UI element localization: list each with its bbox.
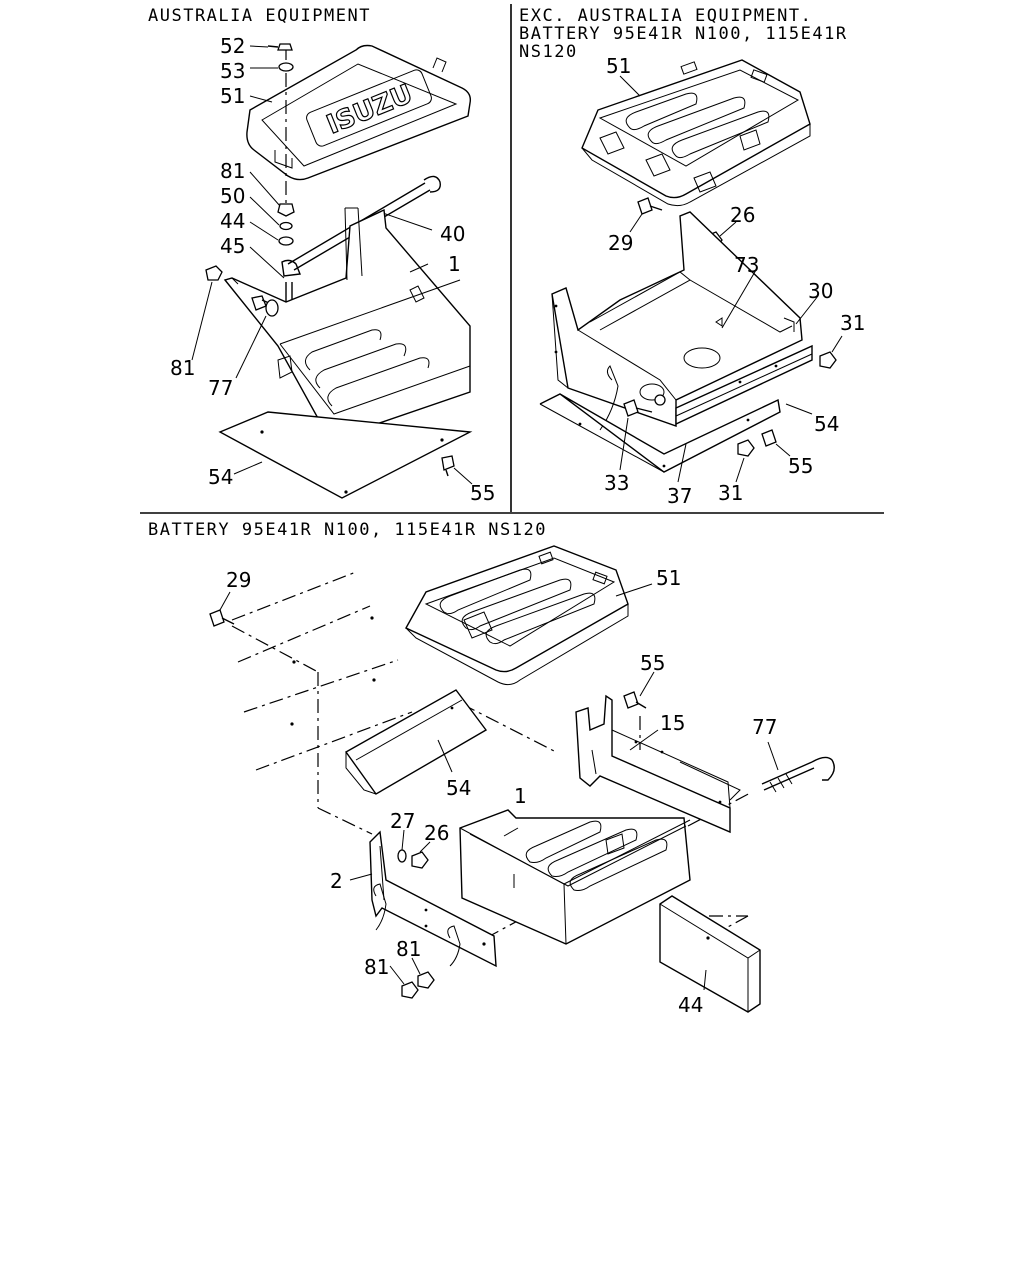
callout-51-right: 51 xyxy=(606,54,631,78)
battery-cover-right xyxy=(581,59,811,207)
callout-31-right: 31 xyxy=(840,311,865,335)
callout-40: 40 xyxy=(440,222,465,246)
callout-54-bottom: 54 xyxy=(446,776,471,800)
callout-52: 52 xyxy=(220,34,245,58)
panel-australia-equipment: AUSTRALIA EQUIPMENT ISUZU xyxy=(148,6,495,505)
callout-81: 81 xyxy=(220,159,245,183)
callout-33: 33 xyxy=(604,471,629,495)
callout-29-bottom: 29 xyxy=(226,568,251,592)
callout-53: 53 xyxy=(220,59,245,83)
battery-cover-bottom xyxy=(405,545,629,686)
callout-44-bottom: 44 xyxy=(678,993,703,1017)
callout-45: 45 xyxy=(220,234,245,258)
callout-2: 2 xyxy=(330,869,343,893)
panel-title-line-1: EXC. AUSTRALIA EQUIPMENT. xyxy=(519,6,812,26)
callout-54: 54 xyxy=(208,465,233,489)
callout-27: 27 xyxy=(390,809,415,833)
callout-81-upper: 81 xyxy=(396,937,421,961)
callout-44: 44 xyxy=(220,209,245,233)
callout-1-bottom: 1 xyxy=(514,784,527,808)
callout-29-right: 29 xyxy=(608,231,633,255)
callout-77-bottom: 77 xyxy=(752,715,777,739)
battery-cover-isuzu: ISUZU xyxy=(246,44,472,181)
bracket-2 xyxy=(369,830,497,968)
plate-54-australia xyxy=(218,411,473,499)
callout-31-lower: 31 xyxy=(718,481,743,505)
callout-73: 73 xyxy=(734,253,759,277)
battery-tray-australia xyxy=(223,207,471,441)
callout-1: 1 xyxy=(448,252,461,276)
callout-26-bottom: 26 xyxy=(424,821,449,845)
panel-title-australia: AUSTRALIA EQUIPMENT xyxy=(148,6,371,26)
panel-battery-n100: BATTERY 95E41R N100, 115E41R NS120 xyxy=(148,520,835,1017)
callout-15: 15 xyxy=(660,711,685,735)
callout-50: 50 xyxy=(220,184,245,208)
callout-51-bottom: 51 xyxy=(656,566,681,590)
panel-title-line-2: BATTERY 95E41R N100, 115E41R xyxy=(519,24,848,44)
panel-exc-australia: EXC. AUSTRALIA EQUIPMENT. BATTERY 95E41R… xyxy=(519,6,865,508)
callout-55-right: 55 xyxy=(788,454,813,478)
callout-30: 30 xyxy=(808,279,833,303)
callout-37: 37 xyxy=(667,484,692,508)
callout-81b: 81 xyxy=(170,356,195,380)
plate-54-bottom xyxy=(344,689,488,795)
callout-55: 55 xyxy=(470,481,495,505)
callout-81-lower: 81 xyxy=(364,955,389,979)
bracket-15 xyxy=(575,694,741,834)
battery-tray-bottom xyxy=(459,809,691,945)
plate-44 xyxy=(659,895,761,1013)
frame-outline xyxy=(231,571,413,771)
callout-77: 77 xyxy=(208,376,233,400)
callout-26-right: 26 xyxy=(730,203,755,227)
battery-tray-right xyxy=(551,211,803,431)
panel-title-line-3: NS120 xyxy=(519,42,578,62)
panel-title-bottom: BATTERY 95E41R N100, 115E41R NS120 xyxy=(148,520,547,540)
callout-55-bottom: 55 xyxy=(640,651,665,675)
callout-54-right: 54 xyxy=(814,412,839,436)
callout-51: 51 xyxy=(220,84,245,108)
